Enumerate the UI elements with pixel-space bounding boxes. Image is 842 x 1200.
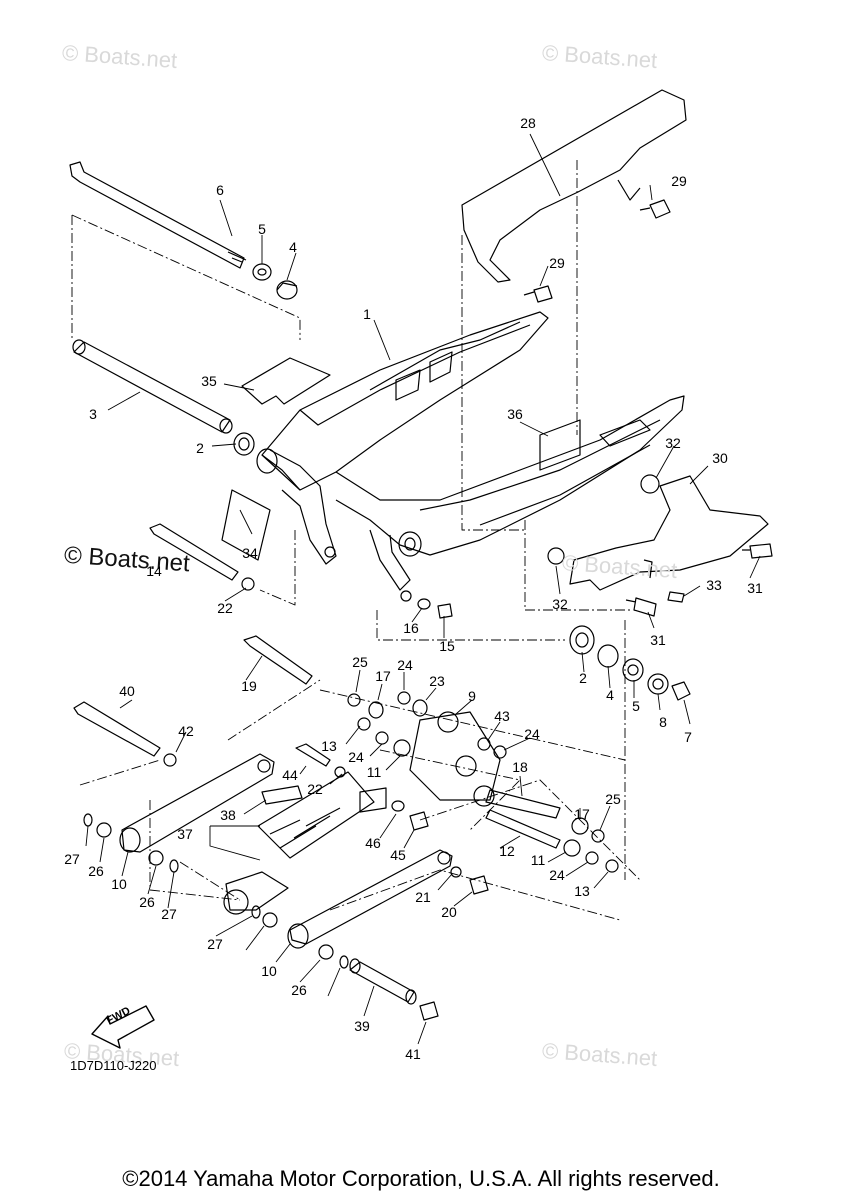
callout-5: 5 — [632, 698, 640, 714]
callout-24: 24 — [549, 867, 565, 883]
callout-17: 17 — [375, 668, 391, 684]
callout-2: 2 — [579, 670, 587, 686]
callout-31: 31 — [650, 632, 666, 648]
callout-43: 43 — [494, 708, 510, 724]
callout-4: 4 — [606, 687, 614, 703]
callout-10: 10 — [111, 876, 127, 892]
callout-8: 8 — [659, 714, 667, 730]
callout-44: 44 — [282, 767, 298, 783]
callout-35: 35 — [201, 373, 217, 389]
callout-7: 7 — [684, 729, 692, 745]
callout-6: 6 — [216, 182, 224, 198]
callout-24: 24 — [348, 749, 364, 765]
callout-10: 10 — [261, 963, 277, 979]
callout-46: 46 — [365, 835, 381, 851]
callout-3: 3 — [89, 406, 97, 422]
callout-26: 26 — [291, 982, 307, 998]
callout-29: 29 — [671, 173, 687, 189]
callout-45: 45 — [390, 847, 406, 863]
callout-16: 16 — [403, 620, 419, 636]
callout-2: 2 — [196, 440, 204, 456]
callout-24: 24 — [524, 726, 540, 742]
callout-11: 11 — [366, 764, 382, 780]
callout-27: 27 — [64, 851, 80, 867]
callout-32: 32 — [552, 596, 568, 612]
callout-32: 32 — [665, 435, 681, 451]
callout-1: 1 — [363, 306, 371, 322]
callout-12: 12 — [499, 843, 515, 859]
callout-36: 36 — [507, 406, 523, 422]
callout-29: 29 — [549, 255, 565, 271]
callout-26: 26 — [139, 894, 155, 910]
callout-21: 21 — [415, 889, 431, 905]
callout-25: 25 — [352, 654, 368, 670]
callout-4: 4 — [289, 239, 297, 255]
callout-9: 9 — [468, 688, 476, 704]
callout-23: 23 — [429, 673, 445, 689]
callout-14: 14 — [146, 563, 162, 579]
callout-42: 42 — [178, 723, 194, 739]
callout-40: 40 — [119, 683, 135, 699]
callout-27: 27 — [161, 906, 177, 922]
diagram-code: 1D7D110-J220 — [70, 1058, 157, 1073]
copyright-notice: ©2014 Yamaha Motor Corporation, U.S.A. A… — [122, 1166, 720, 1191]
callout-20: 20 — [441, 904, 457, 920]
callout-24: 24 — [397, 657, 413, 673]
callout-33: 33 — [706, 577, 722, 593]
callout-39: 39 — [354, 1018, 370, 1034]
callout-41: 41 — [405, 1046, 421, 1062]
callout-15: 15 — [439, 638, 455, 654]
callout-18: 18 — [512, 759, 528, 775]
callout-17: 17 — [574, 806, 590, 822]
callout-26: 26 — [88, 863, 104, 879]
callout-11: 11 — [530, 852, 546, 868]
callout-5: 5 — [258, 221, 266, 237]
callout-27: 27 — [207, 936, 223, 952]
callout-22: 22 — [307, 781, 323, 797]
callout-13: 13 — [321, 738, 337, 754]
callout-31: 31 — [747, 580, 763, 596]
callout-34: 34 — [242, 545, 258, 561]
callout-25: 25 — [605, 791, 621, 807]
callout-13: 13 — [574, 883, 590, 899]
callout-22: 22 — [217, 600, 233, 616]
callout-30: 30 — [712, 450, 728, 466]
callout-38: 38 — [220, 807, 236, 823]
callout-19: 19 — [241, 678, 257, 694]
callout-37: 37 — [177, 826, 193, 842]
callout-28: 28 — [520, 115, 536, 131]
